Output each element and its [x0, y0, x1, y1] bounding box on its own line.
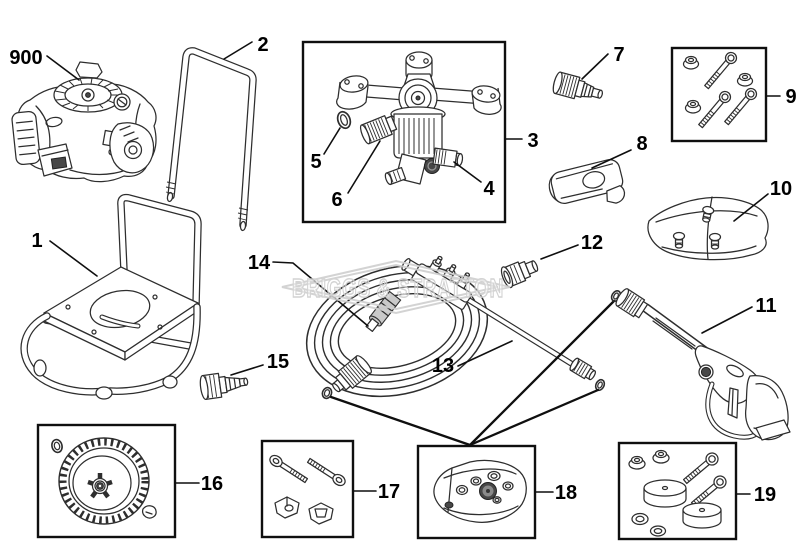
callout-18: 18	[555, 482, 577, 504]
part-2-handle	[165, 47, 257, 232]
part-4-outlet-fitting	[432, 147, 464, 168]
callout-10: 10	[770, 178, 792, 200]
callout-1: 1	[31, 230, 42, 252]
part-15-fitting	[199, 372, 249, 401]
callout-8: 8	[636, 133, 647, 155]
callout-17: 17	[378, 481, 400, 503]
part-9-hardware-kit	[670, 46, 768, 143]
bolts	[698, 51, 758, 129]
wand-end-fitting	[569, 357, 597, 381]
callout-3: 3	[527, 130, 538, 152]
part-10-fastener-bag	[647, 196, 769, 261]
callout-5: 5	[310, 151, 321, 173]
callouts-layer: 900 1 2 3 4 5 6 7 8 9 10 11 12 13 14 15 …	[9, 34, 796, 506]
bag-screws	[672, 205, 722, 250]
watermark: BRIGGS & STRATTON	[281, 259, 511, 315]
hose-o-ring	[321, 386, 333, 400]
callout-16: 16	[201, 473, 223, 495]
part-5-o-ring	[336, 110, 352, 130]
flange-nuts	[682, 55, 754, 114]
part-18-oring-kit	[416, 444, 537, 540]
callout-19: 19	[754, 484, 776, 506]
leader-lines-layer	[46, 41, 781, 495]
part-16-wheel-kit	[36, 423, 177, 539]
part-11-spray-gun	[610, 288, 791, 441]
part-14-hose	[305, 264, 489, 400]
part-1-frame	[20, 193, 202, 400]
callout-6: 6	[331, 189, 342, 211]
callout-900: 900	[9, 47, 42, 69]
gun-coupler	[615, 288, 649, 319]
part-7-adapter-fitting	[552, 71, 603, 100]
watermark-text: BRIGGS & STRATTON	[292, 273, 504, 303]
callout-14: 14	[248, 252, 271, 274]
part-19-hardware-kit	[617, 441, 738, 541]
blower-fins	[54, 77, 121, 111]
callout-13: 13	[432, 355, 454, 377]
callout-9: 9	[785, 86, 796, 108]
hose-coupler	[332, 355, 372, 393]
part-6-inlet-fitting	[359, 115, 398, 145]
part-8-bracket	[548, 159, 626, 205]
o-ring-reference-lines	[329, 299, 616, 447]
callout-15: 15	[267, 351, 289, 373]
part-12-nozzle	[500, 260, 539, 289]
callout-2: 2	[257, 34, 268, 56]
part-13-spray-wand	[401, 255, 606, 392]
part-900-engine-illustration	[11, 61, 157, 183]
callout-12: 12	[581, 232, 603, 254]
callout-7: 7	[613, 44, 624, 66]
callout-4: 4	[483, 178, 495, 200]
wand-o-ring	[594, 378, 606, 392]
part-17-hardware-kit	[260, 439, 355, 539]
callout-11: 11	[755, 295, 776, 317]
